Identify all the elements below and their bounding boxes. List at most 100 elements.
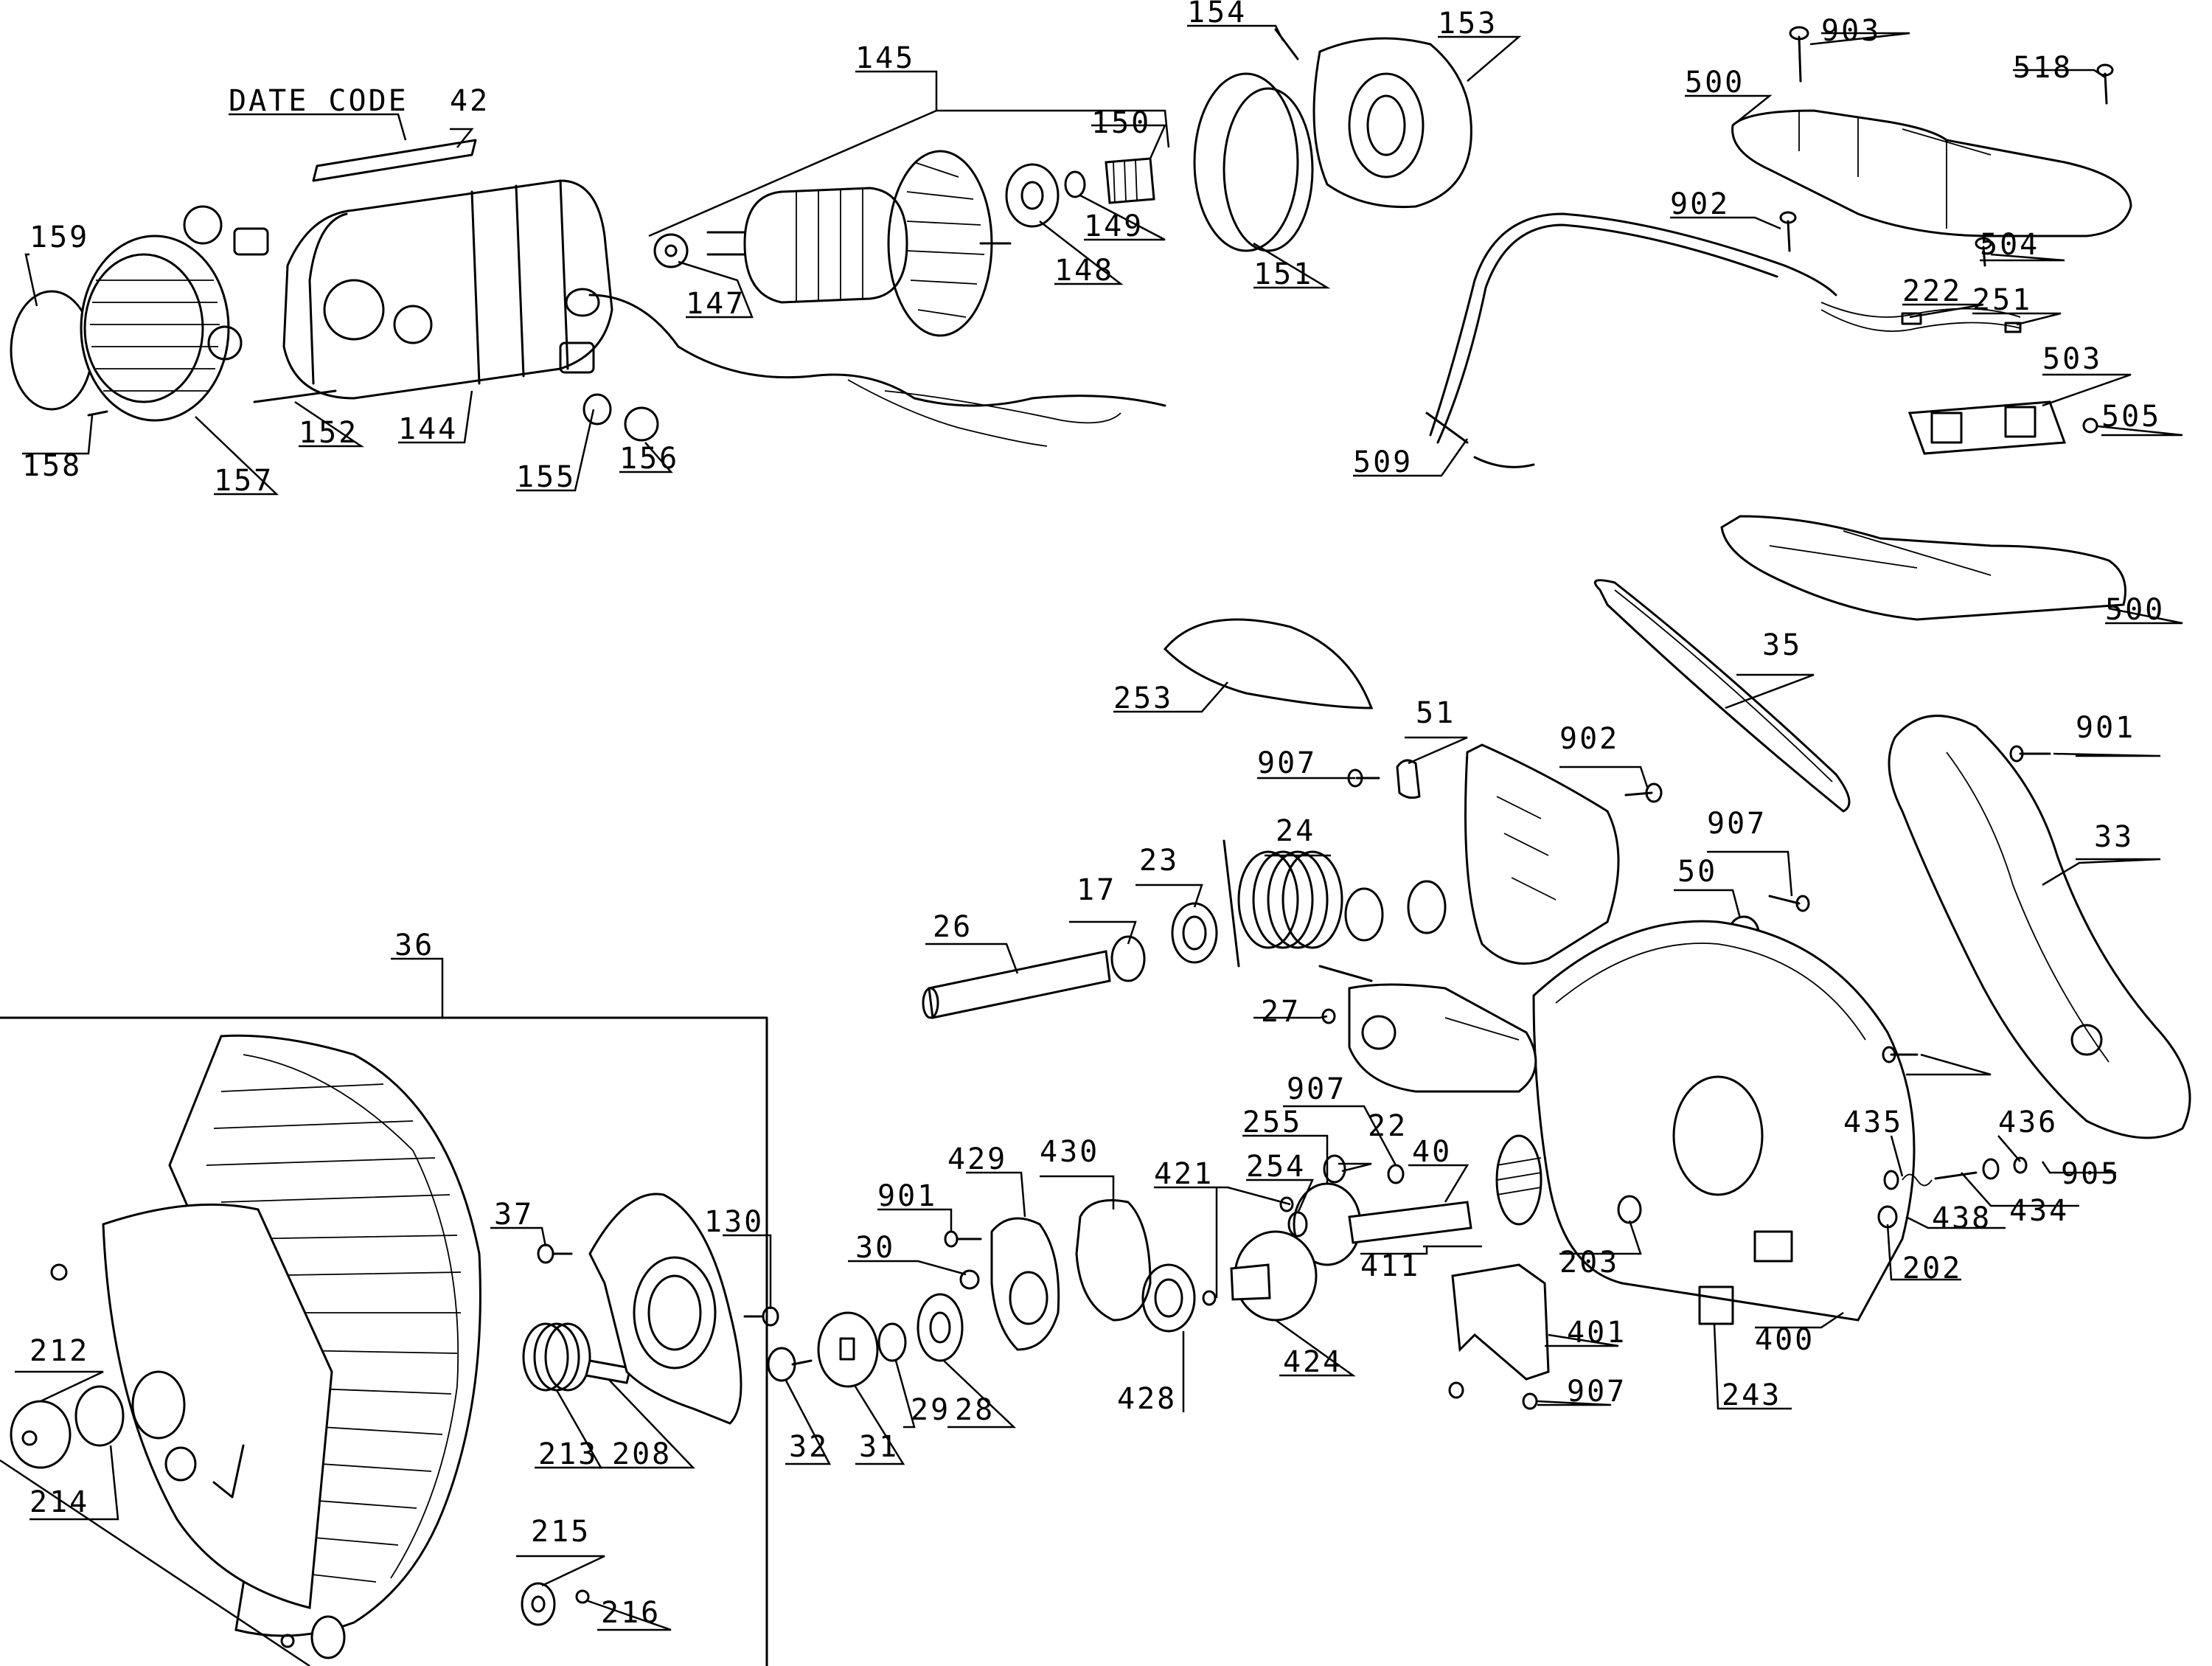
spring-213 [522, 1322, 591, 1392]
bearing-428 [1141, 1263, 1196, 1333]
label-153: 153 [1438, 7, 1498, 41]
date-code-label-42 [312, 139, 477, 182]
label-152: 152 [299, 416, 358, 450]
label-518: 518 [2013, 51, 2073, 85]
motor-cap-small [183, 205, 269, 256]
washer-29 [877, 1322, 907, 1362]
bearing-23 [1171, 902, 1218, 964]
label-212: 212 [29, 1334, 89, 1368]
armature-145 [706, 150, 1012, 337]
screw-518 [2096, 63, 2114, 105]
gear-plate-429 [990, 1217, 1060, 1351]
label-50: 50 [1677, 855, 1717, 889]
label-509: 509 [1353, 445, 1413, 479]
upper-guard-400 [1532, 920, 1916, 1322]
label-40: 40 [1412, 1135, 1452, 1169]
label-251: 251 [1972, 283, 2032, 317]
label-436: 436 [1998, 1106, 2058, 1139]
label-145: 145 [855, 41, 915, 75]
motor-housing-144 [282, 179, 613, 400]
label-130: 130 [704, 1205, 764, 1239]
screw-158 [87, 410, 108, 417]
screw-212-area [50, 1263, 68, 1281]
box-36-frame [0, 1016, 768, 1666]
label-216: 216 [601, 1596, 661, 1630]
handle-cover-500-bottom [1720, 515, 2126, 621]
label-26: 26 [933, 910, 973, 944]
brush-holder-155 [559, 341, 612, 426]
handle-cover-500-top [1731, 109, 2132, 237]
clip-51 [1396, 759, 1421, 799]
power-cord-leads [588, 294, 1166, 447]
label-503: 503 [2042, 342, 2102, 376]
label-907-c: 907 [1287, 1072, 1346, 1106]
label-32: 32 [789, 1430, 829, 1464]
label-149: 149 [1084, 209, 1144, 243]
motor-end-bell-157 [80, 235, 243, 422]
label-424: 424 [1283, 1345, 1343, 1379]
washer-147 [653, 233, 689, 268]
screw-907-50 [1768, 895, 1810, 912]
label-24: 24 [1276, 814, 1315, 848]
label-144: 144 [398, 412, 458, 446]
label-17: 17 [1077, 873, 1116, 907]
kerf-plate-253 [1163, 618, 1374, 709]
label-33: 33 [2094, 820, 2134, 854]
fan-baffle-151 [1193, 72, 1314, 252]
label-504: 504 [1980, 228, 2039, 262]
spindle-411 [1293, 1134, 1543, 1266]
label-903: 903 [1821, 14, 1881, 48]
block-208 [585, 1359, 632, 1384]
label-905: 905 [2061, 1157, 2121, 1191]
screw-37 [537, 1243, 573, 1264]
label-22: 22 [1368, 1109, 1408, 1143]
label-158: 158 [22, 449, 82, 483]
gear-424 [1230, 1230, 1318, 1322]
pivot-arm-27 [1348, 983, 1537, 1093]
label-401: 401 [1567, 1316, 1627, 1350]
bushing-214 [74, 1385, 125, 1447]
motor-end-cover-159 [10, 290, 94, 411]
label-37: 37 [494, 1198, 534, 1232]
lower-bracket-401 [1448, 1263, 1550, 1410]
screw-216 [575, 1589, 590, 1604]
label-151: 151 [1253, 257, 1313, 291]
bolt-32 [767, 1347, 813, 1382]
label-411: 411 [1360, 1249, 1420, 1283]
pivot-rod-26 [922, 950, 1111, 1019]
gasket-430 [1075, 1199, 1152, 1322]
label-29: 29 [911, 1393, 950, 1427]
date-code-text: DATE CODE [229, 84, 408, 118]
label-157: 157 [214, 464, 274, 498]
label-155: 155 [516, 460, 576, 494]
spring-24 [1222, 839, 1373, 982]
label-400: 400 [1755, 1323, 1815, 1357]
bushing-212 [10, 1400, 72, 1469]
lower-guard-36 [102, 1034, 481, 1637]
label-902-top: 902 [1670, 187, 1730, 221]
label-421: 421 [1154, 1157, 1214, 1191]
screw-903 [1789, 26, 1809, 83]
label-222: 222 [1902, 274, 1962, 308]
washer-149 [1064, 170, 1086, 198]
screw-901-mid [944, 1230, 982, 1248]
label-30: 30 [855, 1231, 895, 1265]
label-902-mid: 902 [1559, 722, 1619, 756]
label-253: 253 [1113, 681, 1173, 715]
label-907-d: 907 [1567, 1375, 1627, 1409]
label-434: 434 [2009, 1194, 2069, 1228]
label-36: 36 [394, 929, 434, 962]
nut-505 [2082, 417, 2098, 434]
label-202: 202 [1902, 1252, 1962, 1285]
screw-130 [743, 1306, 779, 1327]
label-42: 42 [450, 84, 490, 118]
screw-421 [1202, 1196, 1294, 1306]
label-214: 214 [29, 1485, 89, 1519]
bushings-right [1344, 880, 1447, 942]
gear-housing-153 [1312, 37, 1472, 209]
label-51: 51 [1416, 696, 1455, 730]
label-203: 203 [1559, 1246, 1619, 1280]
label-28: 28 [955, 1393, 995, 1427]
leader-lines [0, 24, 2183, 1666]
